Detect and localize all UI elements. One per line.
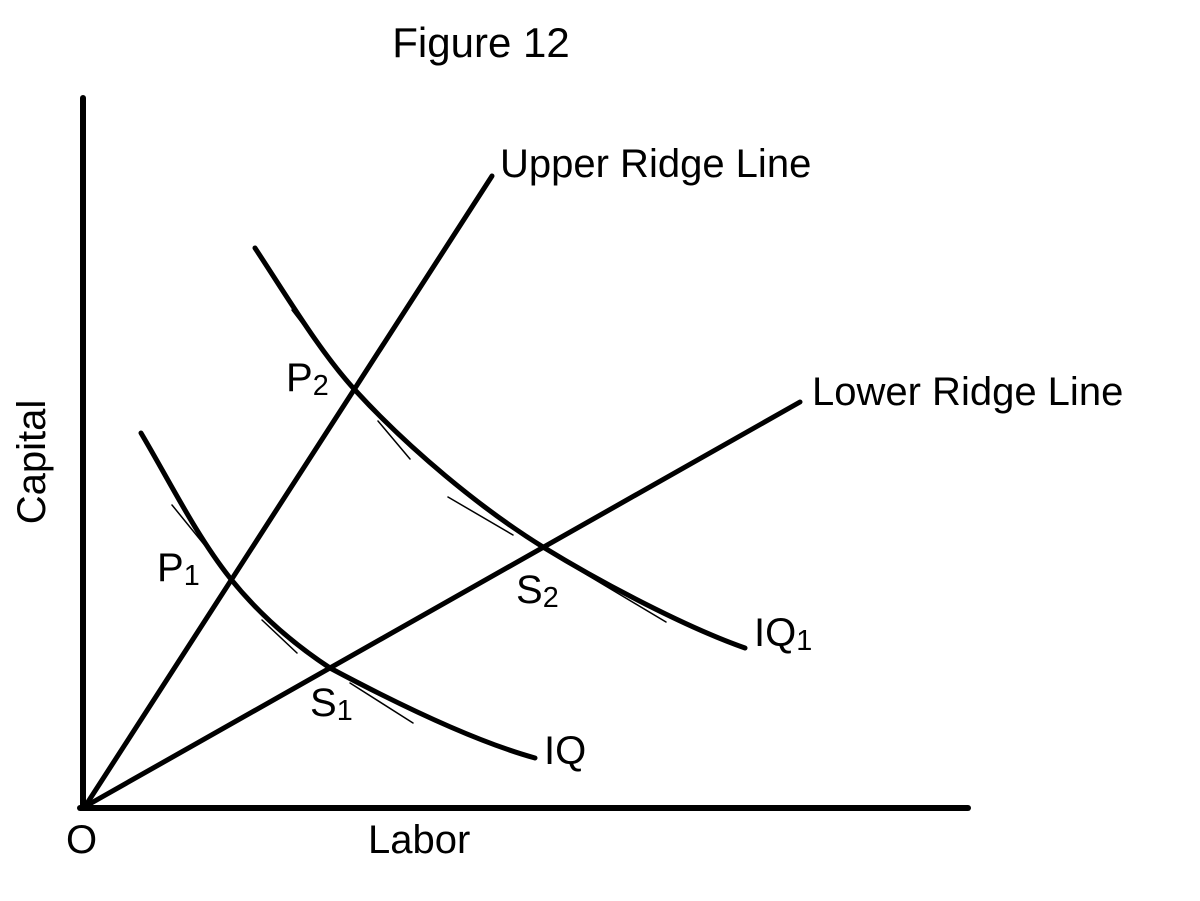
isoquant-iq1-label: IQ1 — [754, 611, 812, 655]
point-p2-sub: 2 — [312, 370, 329, 403]
isoquant-iq1-curve — [252, 245, 748, 651]
point-s2-sub: 2 — [542, 582, 559, 615]
isoquant-iq-curve — [138, 430, 538, 761]
upper-ridge-line — [83, 173, 495, 808]
point-s2-label: S2 — [516, 568, 559, 612]
upper-ridge-line-label: Upper Ridge Line — [500, 142, 812, 186]
lower-ridge-line-label: Lower Ridge Line — [812, 370, 1124, 414]
point-s1-sub: 1 — [336, 695, 353, 728]
origin-label: O — [66, 818, 98, 862]
point-s1-base: S — [310, 681, 337, 725]
point-p2-base: P — [286, 356, 313, 400]
lower-ridge-line — [83, 399, 803, 809]
isoquant-iq1-sub: 1 — [796, 625, 813, 658]
point-p1-label: P1 — [157, 546, 200, 590]
x-axis-label: Labor — [368, 818, 471, 862]
point-s2-base: S — [516, 568, 543, 612]
isoquant-iq-label: IQ — [544, 729, 586, 773]
y-axis-label: Capital — [10, 399, 54, 525]
point-p2-label: P2 — [286, 356, 329, 400]
sketch-tangent-marks — [171, 309, 667, 724]
figure-title: Figure 12 — [392, 19, 570, 66]
isoquant-iq-base: IQ — [544, 729, 587, 773]
point-s1-label: S1 — [310, 681, 353, 725]
isoquant-iq1-base: IQ — [754, 611, 797, 655]
point-p1-base: P — [157, 546, 184, 590]
point-p1-sub: 1 — [183, 560, 200, 593]
